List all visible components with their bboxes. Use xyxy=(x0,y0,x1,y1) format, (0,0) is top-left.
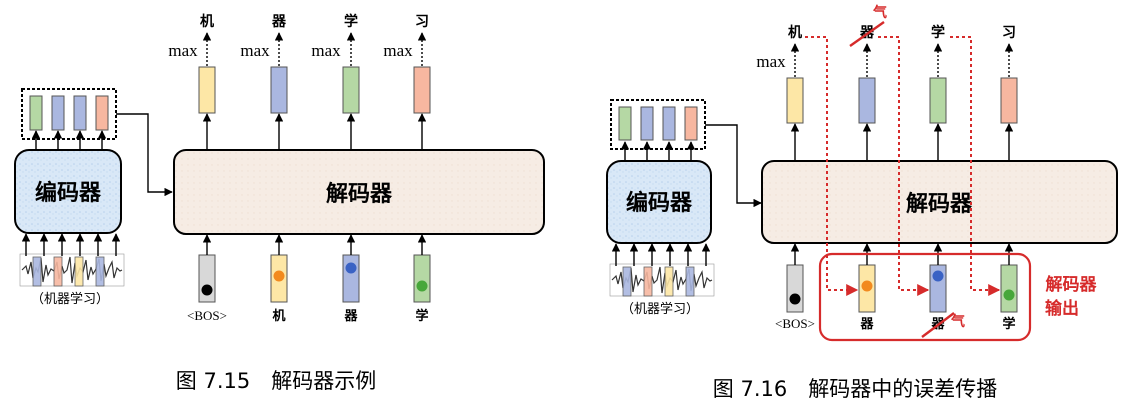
enc2-vec-1 xyxy=(618,106,632,141)
audio-caption-2: （机器学习） xyxy=(621,301,699,317)
audio-waveform-2 xyxy=(609,263,715,297)
out-vec-3 xyxy=(342,66,360,114)
out2-vec-4 xyxy=(1000,77,1018,124)
caption-fig-7-16: 图 7.16 解码器中的误差传播 xyxy=(713,377,997,401)
in2-vec-3 xyxy=(1000,264,1018,313)
error-strike-top xyxy=(849,21,885,47)
enc2-vec-3 xyxy=(662,106,676,141)
in2-vec-bos xyxy=(786,264,804,313)
input2-token-4: 学 xyxy=(1002,316,1015,332)
enc-vec-2 xyxy=(51,95,65,131)
figure-7-16: 编码器 （机器学习） 解码器 xyxy=(606,4,1118,401)
decoder-label-2: 解码器 xyxy=(906,191,973,217)
enc-vec-1 xyxy=(29,95,43,131)
output2-token-4: 习 xyxy=(1002,25,1016,41)
caption-fig-7-15: 图 7.15 解码器示例 xyxy=(176,369,376,393)
error-strike-bottom xyxy=(921,312,955,338)
max-label-4: max xyxy=(383,41,413,60)
decoder-box xyxy=(173,149,545,235)
input-token-1: <BOS> xyxy=(187,308,227,323)
out2-vec-1 xyxy=(786,77,804,124)
output-token-4: 习 xyxy=(415,14,429,30)
in2-dot-2 xyxy=(932,270,944,282)
out-vec-1 xyxy=(198,66,216,114)
encoder-output-box-2 xyxy=(610,99,706,150)
out-vec-4 xyxy=(413,66,431,114)
input2-token-1: <BOS> xyxy=(775,316,815,331)
input-token-4: 学 xyxy=(415,308,428,324)
in-vec-2 xyxy=(342,254,360,303)
encoder-output-box xyxy=(21,88,117,140)
out2-vec-3 xyxy=(929,77,947,124)
encoder-label: 编码器 xyxy=(35,180,102,206)
error-char-top: 气 xyxy=(872,4,887,21)
max-label-3: max xyxy=(311,41,341,60)
in2-dot-bos xyxy=(789,293,801,305)
figure-7-15: 编码器 （机器学习） 解码器 xyxy=(14,13,545,393)
feedback-arrow-1 xyxy=(805,36,859,296)
in-vec-3 xyxy=(413,254,431,303)
input-token-2: 机 xyxy=(272,308,285,324)
output-token-2: 器 xyxy=(271,14,287,30)
input-token-3: 器 xyxy=(343,309,358,324)
audio-waveform xyxy=(19,253,125,287)
decoder-box-2 xyxy=(761,160,1118,244)
error-char-bottom: 气 xyxy=(950,313,965,330)
in-dot-2 xyxy=(345,262,357,274)
encoder-box-2 xyxy=(606,160,712,244)
decoder-output-label-1: 解码器 xyxy=(1046,274,1098,295)
in2-dot-1 xyxy=(861,280,873,292)
enc-vec-4 xyxy=(95,95,109,131)
output-token-3: 学 xyxy=(344,13,358,30)
encoder-label-2: 编码器 xyxy=(626,190,693,216)
output-token-1: 机 xyxy=(200,13,214,30)
max-label-2-1: max xyxy=(756,52,786,71)
enc2-vec-2 xyxy=(640,106,654,141)
decoder-output-group xyxy=(818,252,1032,342)
in-dot-bos xyxy=(201,284,213,296)
audio-caption: （机器学习） xyxy=(31,291,109,307)
input2-token-2: 器 xyxy=(859,317,874,332)
in2-dot-3 xyxy=(1003,289,1015,301)
enc-to-dec-arrow-2 xyxy=(705,124,762,208)
max-label-1: max xyxy=(168,41,198,60)
in-dot-1 xyxy=(273,270,285,282)
encoder-box xyxy=(14,149,122,234)
output2-token-1: 机 xyxy=(788,24,802,41)
max-label-2: max xyxy=(240,41,270,60)
feedback-arrow-2 xyxy=(878,36,930,296)
output2-token-3: 学 xyxy=(931,24,945,41)
out-vec-2 xyxy=(270,66,288,114)
out2-vec-2 xyxy=(858,77,876,124)
enc-vec-3 xyxy=(73,95,87,131)
in-dot-3 xyxy=(416,280,428,292)
decoder-output-label-2: 输出 xyxy=(1045,298,1079,319)
feedback-arrow-3 xyxy=(950,36,1001,296)
decoder-label: 解码器 xyxy=(326,181,393,207)
enc2-vec-4 xyxy=(684,106,698,141)
enc-to-dec-arrow xyxy=(116,113,173,197)
